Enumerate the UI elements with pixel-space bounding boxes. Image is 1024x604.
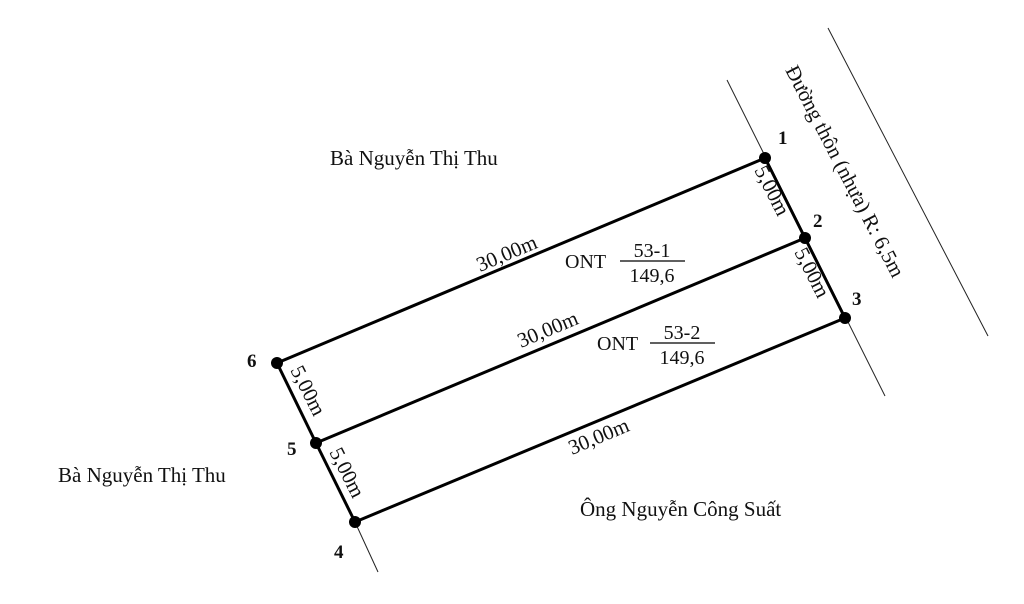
parcel-boundaries xyxy=(275,156,847,524)
point-1-marker xyxy=(759,152,771,164)
edge-2-3-length: 5,00m xyxy=(790,243,835,301)
boundary-3-4 xyxy=(354,316,846,524)
point-1-label: 1 xyxy=(778,128,788,149)
owner-north-label: Bà Nguyễn Thị Thu xyxy=(330,146,498,170)
point-4-marker xyxy=(349,516,361,528)
edge-top-length: 30,00m xyxy=(473,230,541,277)
parcel-2-area: 149,6 xyxy=(660,347,705,369)
point-6-marker xyxy=(271,357,283,369)
point-3-marker xyxy=(839,312,851,324)
parcel-2-number: 53-2 xyxy=(664,322,701,344)
point-2-marker xyxy=(799,232,811,244)
edge-1-2-length: 5,00m xyxy=(750,161,795,219)
point-3-label: 3 xyxy=(852,289,862,310)
parcel-1-area: 149,6 xyxy=(630,265,675,287)
parcel-53-1-label: ONT 53-1 149,6 xyxy=(565,240,685,287)
owner-west-label: Bà Nguyễn Thị Thu xyxy=(58,463,226,487)
parcel-53-2-label: ONT 53-2 149,6 xyxy=(597,322,715,369)
point-5-label: 5 xyxy=(287,439,297,460)
parcel-2-type: ONT xyxy=(597,333,638,355)
boundary-2-3 xyxy=(803,237,847,319)
boundary-extension-line xyxy=(354,521,379,573)
boundary-6-1 xyxy=(276,156,766,365)
owner-south-label: Ông Nguyễn Công Suất xyxy=(580,497,781,521)
boundary-4-5 xyxy=(314,442,357,523)
road-edge-east xyxy=(827,27,989,337)
point-2-label: 2 xyxy=(813,211,823,232)
point-5-marker xyxy=(310,437,322,449)
boundary-5-2 xyxy=(315,236,806,445)
point-6-label: 6 xyxy=(247,351,257,372)
edge-5-6-length: 5,00m xyxy=(286,361,331,419)
boundary-5-6 xyxy=(275,362,318,444)
parcel-1-number: 53-1 xyxy=(634,240,671,262)
boundary-1-2 xyxy=(763,157,807,239)
parcel-1-type: ONT xyxy=(565,251,606,273)
point-4-label: 4 xyxy=(334,542,344,563)
boundary-points xyxy=(271,152,851,528)
